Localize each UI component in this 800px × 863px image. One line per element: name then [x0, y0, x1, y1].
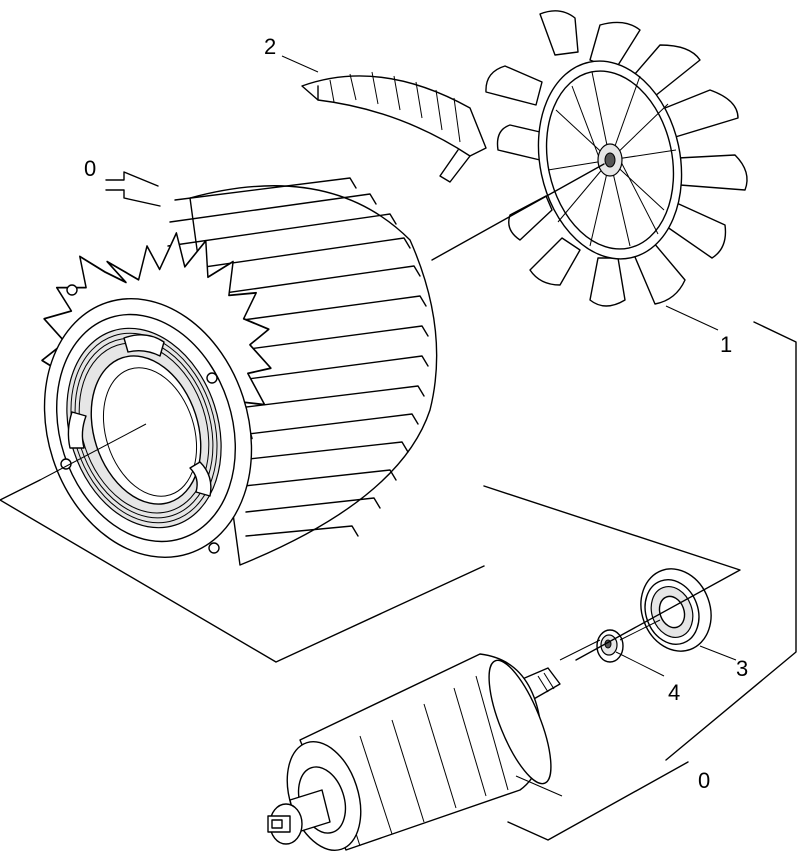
- callout-clip-label: 2: [264, 34, 276, 59]
- retaining-clip: [301, 71, 487, 183]
- callout-stator-label: 0: [84, 156, 96, 181]
- callout-rotor-label: 0: [698, 768, 710, 793]
- callout-washer-label: 4: [668, 680, 680, 705]
- rotor-armature: [267, 653, 561, 851]
- fan-impeller: [485, 10, 748, 307]
- leader-lines: [0, 55, 797, 841]
- stator-housing: [41, 177, 438, 566]
- callout-fan-label: 1: [720, 332, 732, 357]
- callout-bearing-label: 3: [736, 656, 748, 681]
- ball-bearing: [640, 568, 712, 652]
